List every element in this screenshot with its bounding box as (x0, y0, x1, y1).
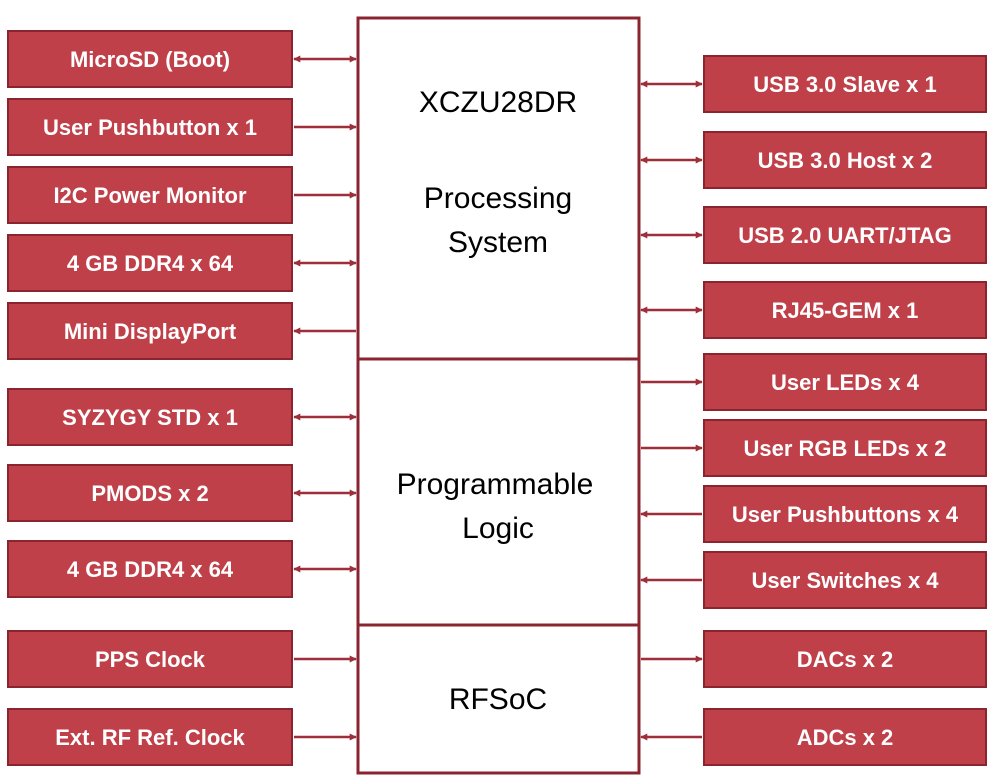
right-block-rj45-gem-x-1-3-label: RJ45-GEM x 1 (772, 298, 919, 323)
right-block-user-pushbuttons-x-4-6-label: User Pushbuttons x 4 (732, 502, 959, 527)
left-block-i2c-power-monitor-2-label: I2C Power Monitor (53, 183, 247, 208)
right-block-dacs-x-2-8-label: DACs x 2 (797, 647, 894, 672)
right-block-user-pushbuttons-x-4-6: User Pushbuttons x 4 (640, 485, 987, 543)
programmable-logic-section (356, 357, 641, 627)
left-block-pps-clock-8-box (7, 630, 293, 688)
left-block-4-gb-ddr4-x-64-3-label: 4 GB DDR4 x 64 (67, 251, 234, 276)
left-block-4-gb-ddr4-x-64-7-label: 4 GB DDR4 x 64 (67, 557, 234, 582)
right-block-dacs-x-2-8-box (703, 630, 987, 688)
pl-label-line1: Programmable (397, 468, 594, 501)
right-block-user-pushbuttons-x-4-6-box (703, 485, 987, 543)
right-block-usb-2-0-uart-jtag-2-label: USB 2.0 UART/JTAG (738, 223, 952, 248)
left-block-syzygy-std-x-1-5-box (7, 388, 293, 446)
left-block-microsd-boot-0-box (7, 30, 293, 88)
left-block-syzygy-std-x-1-5-label: SYZYGY STD x 1 (62, 405, 238, 430)
left-block-pmods-x-2-6-box (7, 464, 293, 522)
left-block-mini-displayport-4: Mini DisplayPort (7, 302, 356, 360)
left-block-4-gb-ddr4-x-64-7: 4 GB DDR4 x 64 (7, 540, 357, 598)
right-block-adcs-x-2-9-box (703, 708, 987, 766)
left-block-pmods-x-2-6-label: PMODS x 2 (91, 481, 208, 506)
left-block-4-gb-ddr4-x-64-7-box (7, 540, 293, 598)
left-block-microsd-boot-0-label: MicroSD (Boot) (70, 47, 230, 72)
left-block-ext-rf-ref-clock-9-label: Ext. RF Ref. Clock (55, 725, 245, 750)
left-block-pmods-x-2-6: PMODS x 2 (7, 464, 357, 522)
right-block-user-rgb-leds-x-2-5: User RGB LEDs x 2 (641, 419, 987, 477)
right-block-user-switches-x-4-7-box (703, 551, 987, 609)
left-block-4-gb-ddr4-x-64-3: 4 GB DDR4 x 64 (7, 234, 357, 292)
left-block-ext-rf-ref-clock-9: Ext. RF Ref. Clock (7, 708, 357, 766)
rfsoc-label: RFSoC (449, 683, 547, 716)
left-block-microsd-boot-0: MicroSD (Boot) (7, 30, 357, 88)
right-block-rj45-gem-x-1-3-box (703, 281, 987, 339)
ps-label-line2: System (448, 226, 548, 259)
pl-label-line2: Logic (462, 512, 534, 545)
left-block-user-pushbutton-x-1-1-box (7, 98, 293, 156)
left-block-ext-rf-ref-clock-9-box (7, 708, 293, 766)
right-block-usb-3-0-slave-x-1-0-label: USB 3.0 Slave x 1 (753, 72, 936, 97)
right-block-usb-2-0-uart-jtag-2: USB 2.0 UART/JTAG (640, 206, 987, 264)
right-block-dacs-x-2-8: DACs x 2 (641, 630, 987, 688)
right-block-usb-3-0-slave-x-1-0: USB 3.0 Slave x 1 (640, 55, 987, 113)
processing-system-section (356, 16, 641, 361)
right-block-user-leds-x-4-4: User LEDs x 4 (641, 353, 987, 411)
right-block-user-rgb-leds-x-2-5-label: User RGB LEDs x 2 (744, 436, 947, 461)
left-block-pps-clock-8: PPS Clock (7, 630, 357, 688)
right-peripherals: USB 3.0 Slave x 1 USB 3.0 Host x 2 USB 2.0… (640, 55, 987, 766)
left-block-syzygy-std-x-1-5: SYZYGY STD x 1 (7, 388, 357, 446)
left-block-mini-displayport-4-box (7, 302, 293, 360)
right-block-user-leds-x-4-4-box (703, 353, 987, 411)
rfsoc-section (356, 623, 641, 775)
right-block-rj45-gem-x-1-3: RJ45-GEM x 1 (640, 281, 987, 339)
core-chip: XCZU28DR Processing System Programmable … (356, 16, 641, 775)
chip-name: XCZU28DR (419, 86, 577, 119)
right-block-usb-3-0-host-x-2-1-box (703, 131, 987, 189)
left-block-pps-clock-8-label: PPS Clock (95, 647, 206, 672)
right-block-usb-2-0-uart-jtag-2-box (703, 206, 987, 264)
right-block-adcs-x-2-9: ADCs x 2 (640, 708, 987, 766)
left-peripherals: MicroSD (Boot) User Pushbutton x 1 I2C Pow… (7, 30, 357, 766)
right-block-user-leds-x-4-4-label: User LEDs x 4 (771, 370, 920, 395)
left-block-user-pushbutton-x-1-1: User Pushbutton x 1 (7, 98, 357, 156)
left-block-mini-displayport-4-label: Mini DisplayPort (64, 319, 237, 344)
left-block-i2c-power-monitor-2-box (7, 166, 293, 224)
left-block-4-gb-ddr4-x-64-3-box (7, 234, 293, 292)
left-block-i2c-power-monitor-2: I2C Power Monitor (7, 166, 357, 224)
right-block-user-switches-x-4-7-label: User Switches x 4 (751, 568, 939, 593)
right-block-user-switches-x-4-7: User Switches x 4 (640, 551, 987, 609)
right-block-usb-3-0-host-x-2-1-label: USB 3.0 Host x 2 (758, 148, 933, 173)
left-block-user-pushbutton-x-1-1-label: User Pushbutton x 1 (43, 115, 257, 140)
right-block-usb-3-0-slave-x-1-0-box (703, 55, 987, 113)
right-block-adcs-x-2-9-label: ADCs x 2 (797, 725, 894, 750)
right-block-user-rgb-leds-x-2-5-box (703, 419, 987, 477)
right-block-usb-3-0-host-x-2-1: USB 3.0 Host x 2 (640, 131, 987, 189)
ps-label-line1: Processing (424, 182, 572, 215)
